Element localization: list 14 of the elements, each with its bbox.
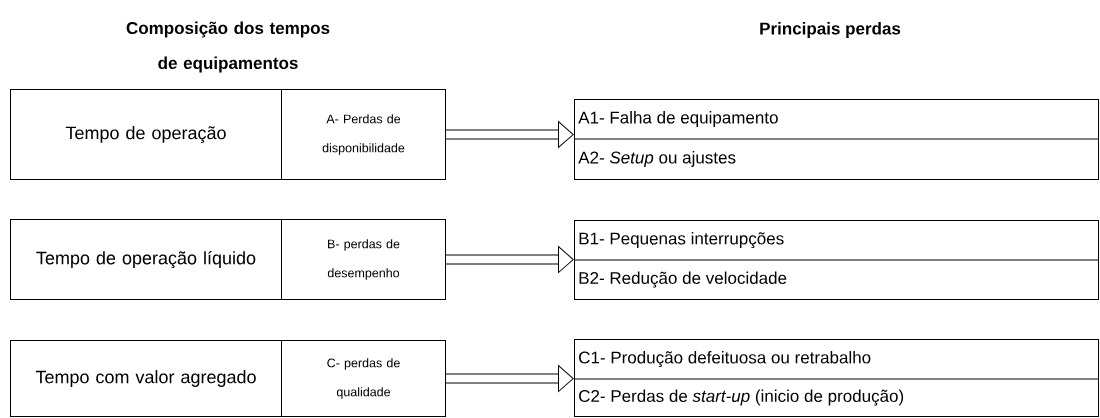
block-arrow xyxy=(446,246,574,273)
column-heading: Composição dos tempos de equipamentos xyxy=(126,21,330,73)
column-heading: Principais perdas xyxy=(760,22,901,38)
loss-list-box: B1- Pequenas interrupções B2- Redução de velocidade xyxy=(573,220,1099,300)
time-box: Tempo com valor agregado xyxy=(10,340,282,417)
loss-list-box: A1- Falha de equipamento A2- Setup ou ajustes xyxy=(573,99,1099,180)
loss-box: C- perdas de qualidade xyxy=(281,340,446,417)
block-arrow xyxy=(446,365,574,392)
time-box: Tempo de operação xyxy=(10,89,282,180)
block-arrow xyxy=(446,121,574,148)
loss-list-box: C1- Produção defeituosa ou retrabalho C2- Perdas de start-up (inicio de produção) xyxy=(573,339,1099,417)
time-box: Tempo de operação líquido xyxy=(10,219,282,300)
loss-box: A- Perdas de disponibilidade xyxy=(281,89,446,180)
loss-box: B- perdas de desempenho xyxy=(281,219,446,300)
